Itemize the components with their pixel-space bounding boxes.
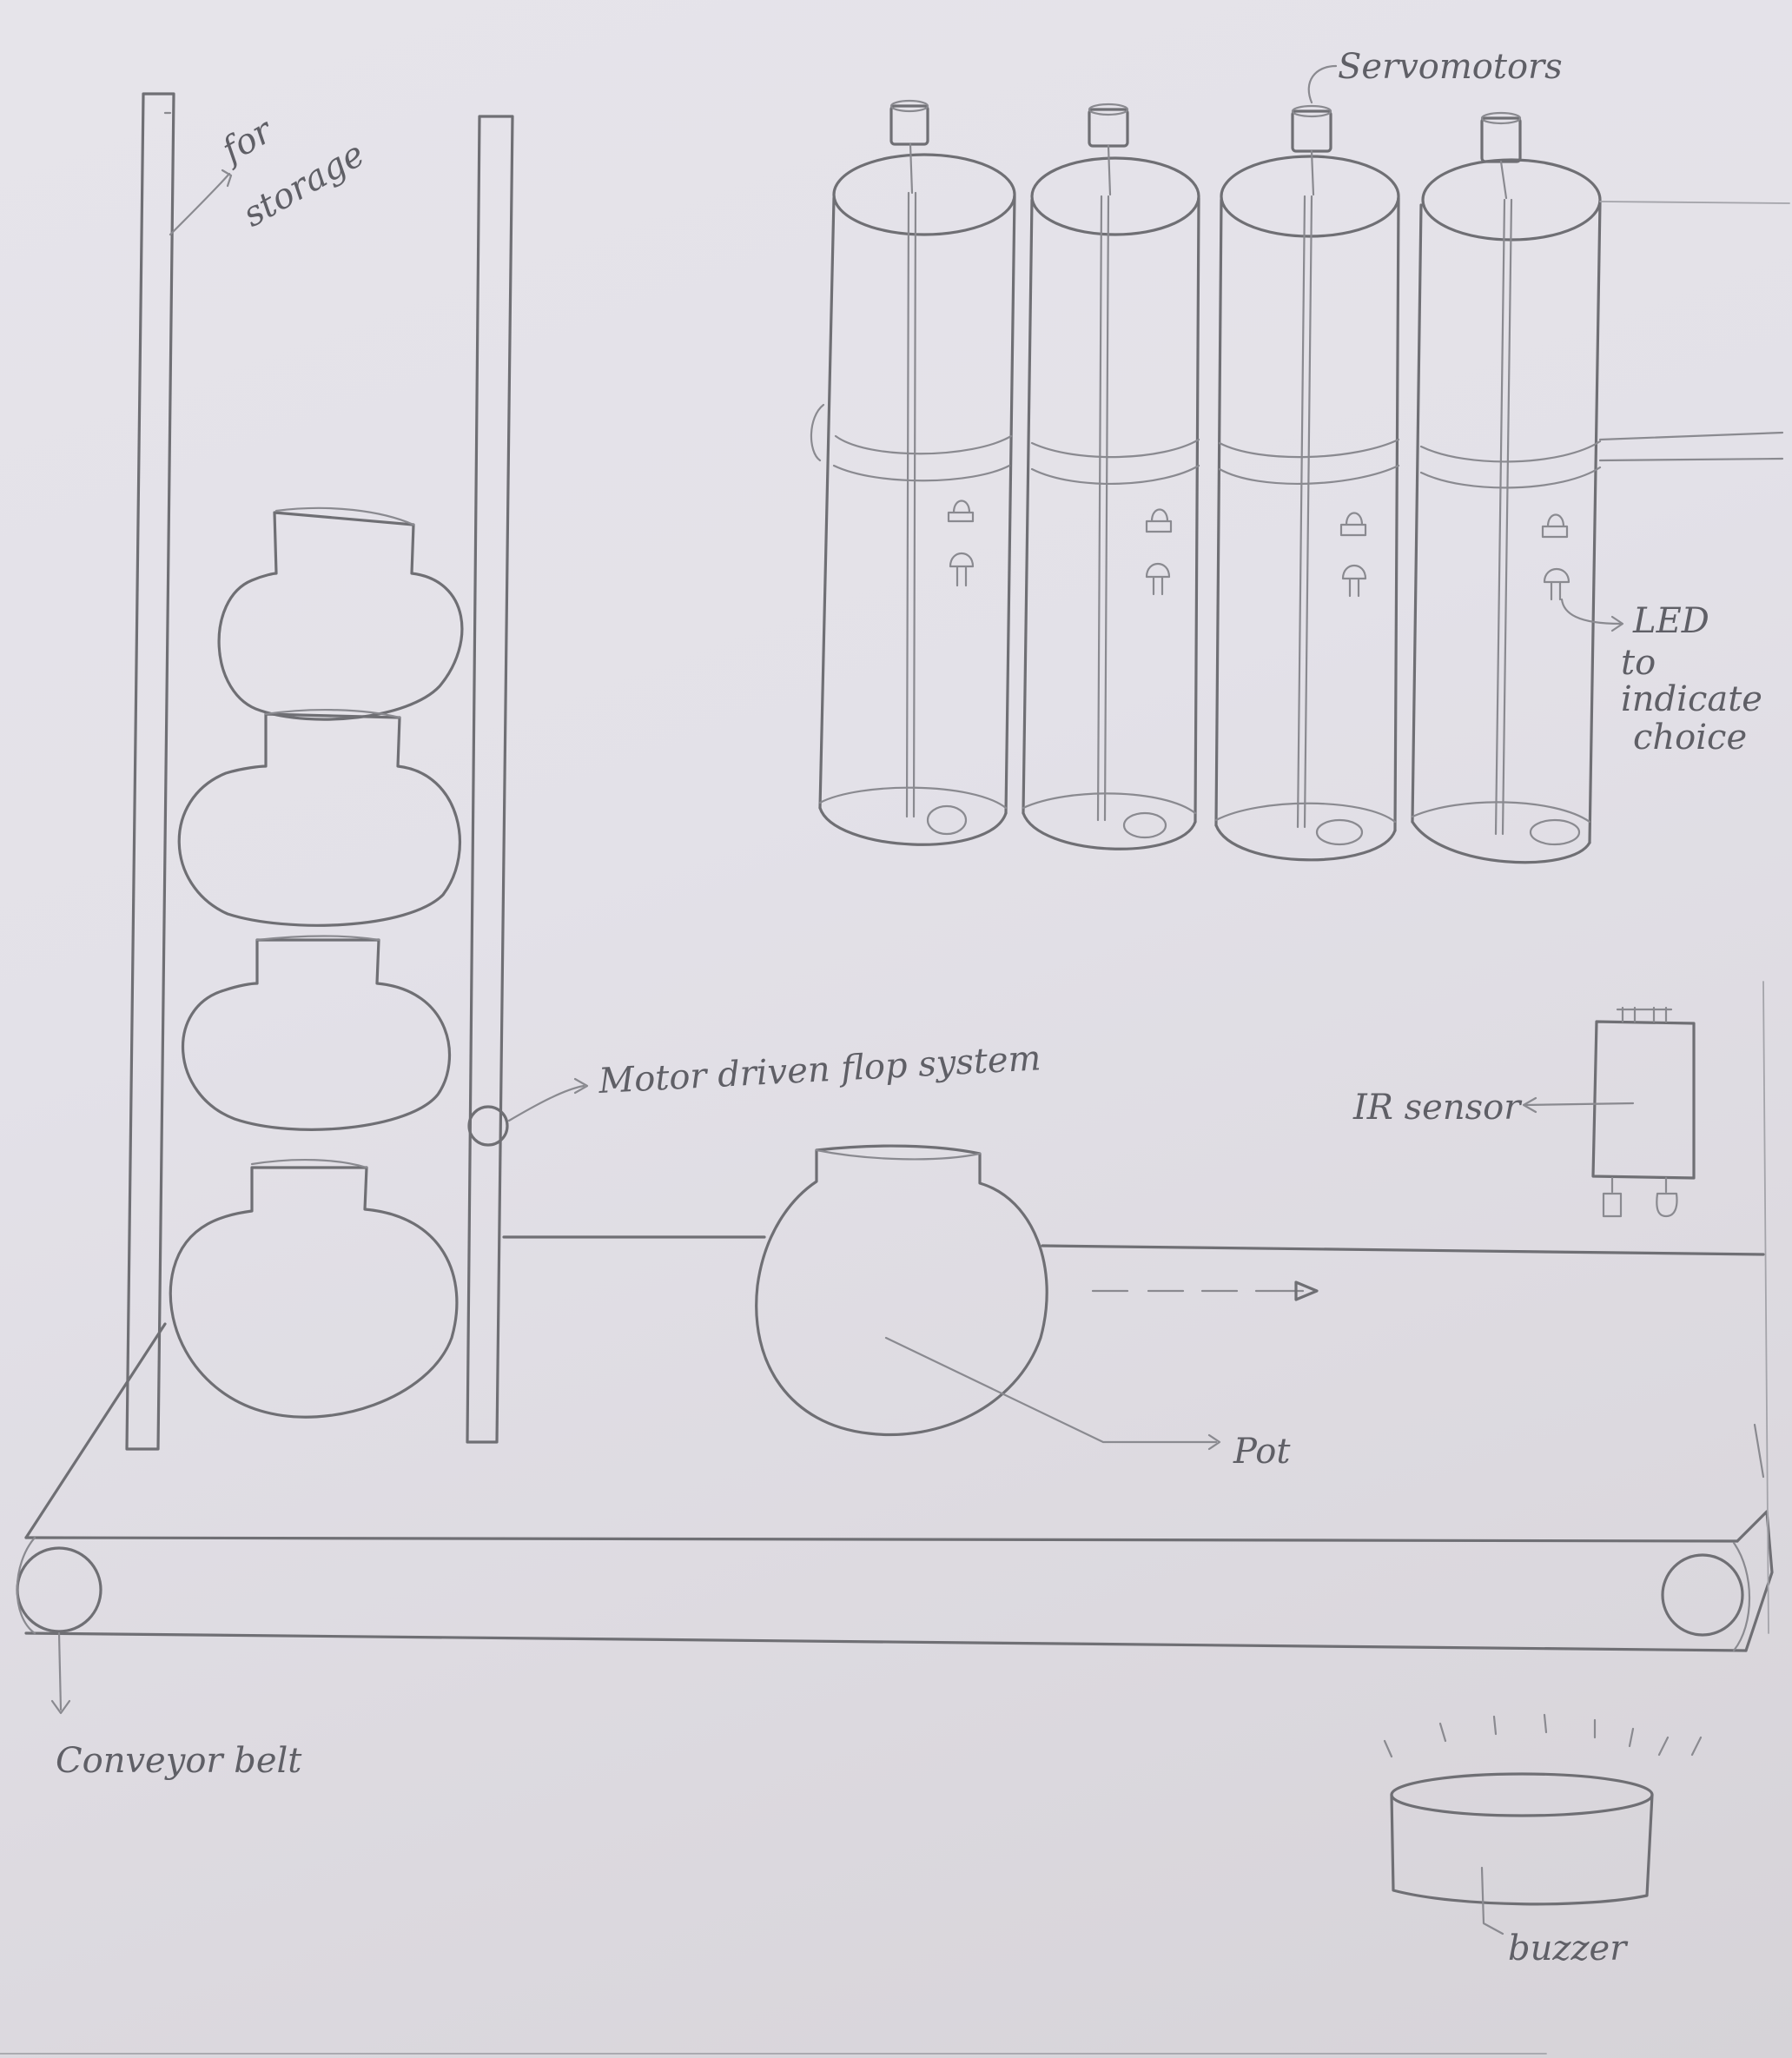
- stacked-pots: [170, 508, 462, 1417]
- conveyor-belt: [17, 1237, 1772, 1713]
- sheet-fold: [1763, 982, 1769, 1633]
- led-icon: [1343, 566, 1365, 596]
- led-icon: [1544, 569, 1569, 599]
- servomotor-icon: [1293, 66, 1336, 195]
- cylinder-3: [1216, 66, 1399, 860]
- led-label-line1: LED: [1632, 601, 1709, 641]
- buzzer-icon: [1385, 1715, 1701, 1934]
- cylinder-2: [1023, 104, 1199, 849]
- buzzer-label: buzzer: [1508, 1929, 1629, 1969]
- pot-on-belt: [757, 1146, 1220, 1449]
- conveyor-label: Conveyor belt: [56, 1741, 302, 1781]
- led-icon: [950, 553, 973, 586]
- sensor-icon: [1147, 510, 1171, 533]
- led-label-line4: choice: [1633, 718, 1747, 758]
- led-label-line2: to: [1621, 643, 1656, 683]
- pot-label: Pot: [1233, 1432, 1291, 1472]
- sensor-icon: [1341, 513, 1365, 536]
- servomotor-icon: [1089, 104, 1127, 195]
- servomotor-icon: [1482, 113, 1520, 198]
- ir-sensor-label: IR sensor: [1352, 1088, 1523, 1128]
- servomotor-icon: [891, 101, 928, 193]
- cylinder-4: [1412, 113, 1600, 863]
- cylinder-1: [820, 101, 1015, 844]
- flop-motor: [469, 1079, 587, 1145]
- storage-leader: [170, 174, 229, 235]
- led-label-line3: indicate: [1621, 679, 1762, 719]
- storage-label-line1: for: [213, 109, 281, 172]
- flop-label: Motor driven flop system: [597, 1038, 1041, 1102]
- led-icon: [1147, 564, 1169, 594]
- sensor-icon: [1543, 515, 1567, 538]
- ir-sensor: [1524, 1008, 1694, 1216]
- sensor-icon: [949, 501, 973, 522]
- servomotors-label: Servomotors: [1338, 47, 1563, 87]
